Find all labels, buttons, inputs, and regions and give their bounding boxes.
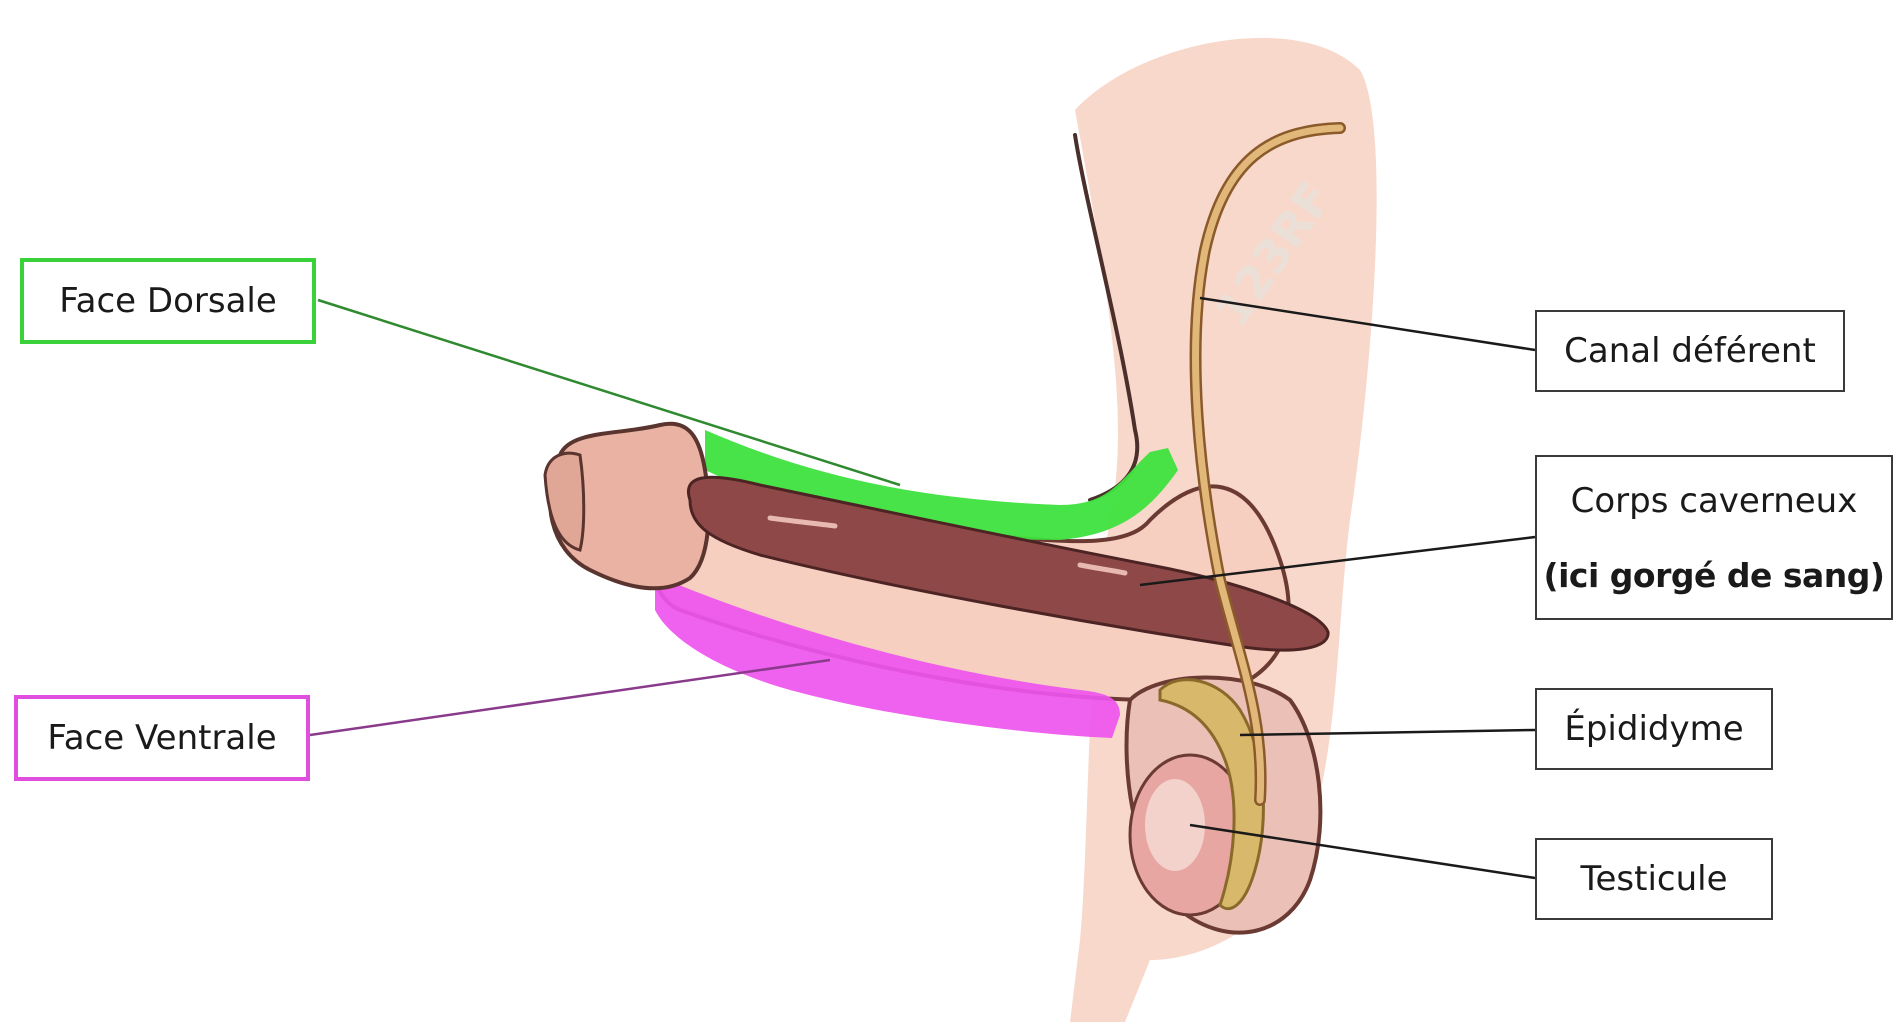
label-canal-deferent: Canal déférent [1535,310,1845,392]
label-face-ventrale-text: Face Ventrale [47,718,276,758]
label-canal-deferent-text: Canal déférent [1564,331,1816,371]
label-testicule-text: Testicule [1580,859,1727,899]
label-epididyme: Épididyme [1535,688,1773,770]
glans-tip [545,453,584,550]
label-epididyme-text: Épididyme [1564,709,1743,749]
label-corps-caverneux-text: Corps caverneux [1571,481,1858,521]
label-corps-caverneux-note: (ici gorgé de sang) [1544,556,1885,595]
label-face-dorsale-text: Face Dorsale [59,281,277,321]
leader-face-ventrale [310,660,830,735]
label-corps-caverneux: Corps caverneux (ici gorgé de sang) [1535,455,1893,620]
label-face-ventrale: Face Ventrale [14,695,310,781]
label-face-dorsale: Face Dorsale [20,258,316,344]
label-testicule: Testicule [1535,838,1773,920]
